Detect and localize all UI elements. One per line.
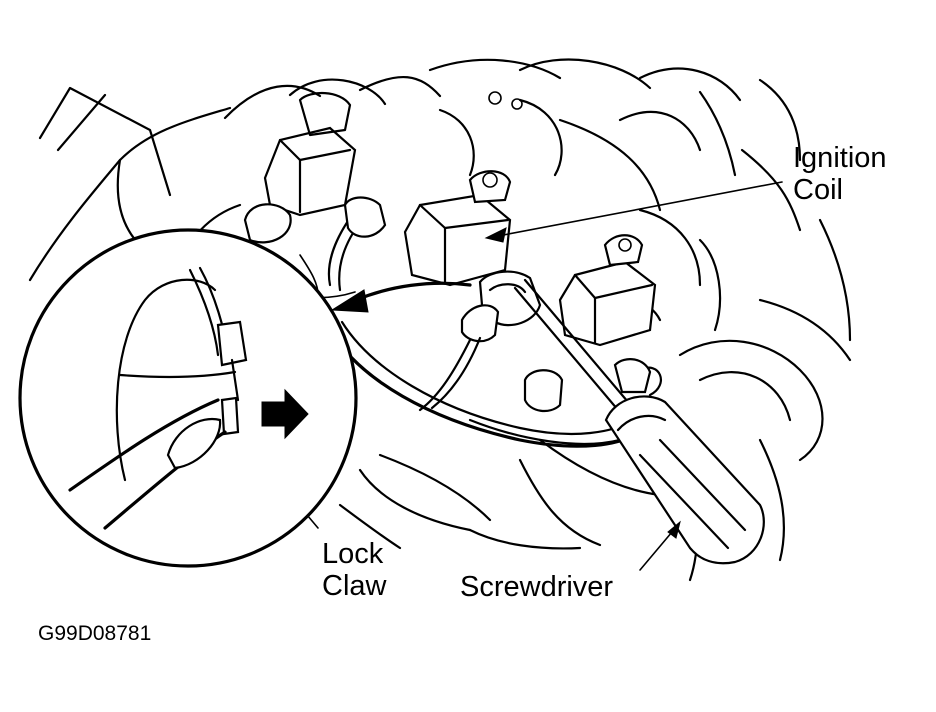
ignition-coil-left — [243, 92, 387, 244]
figure-code: G99D08781 — [38, 622, 152, 645]
lock-claw-label-line2: Claw — [322, 570, 387, 602]
lock-claw-label: Lock Claw — [322, 538, 386, 602]
ignition-coil-label: Ignition Coil — [793, 142, 887, 206]
ignition-coil-label-line2: Coil — [793, 174, 843, 206]
curved-arrow-icon — [330, 281, 472, 313]
lock-claw-detail — [18, 228, 358, 568]
coil-connector — [418, 270, 542, 412]
engine-background — [28, 58, 852, 582]
ignition-coil-leader — [497, 181, 783, 237]
screwdriver-leader — [639, 531, 673, 571]
ignition-coil-label-line1: Ignition — [793, 142, 887, 174]
right-arrow-icon — [261, 388, 309, 440]
lock-claw-label-line1: Lock — [322, 538, 384, 570]
screwdriver-tool — [513, 278, 765, 565]
ignition-coil-center — [403, 170, 512, 287]
ignition-coil-right — [523, 234, 657, 413]
screwdriver-label: Screwdriver — [460, 571, 614, 603]
